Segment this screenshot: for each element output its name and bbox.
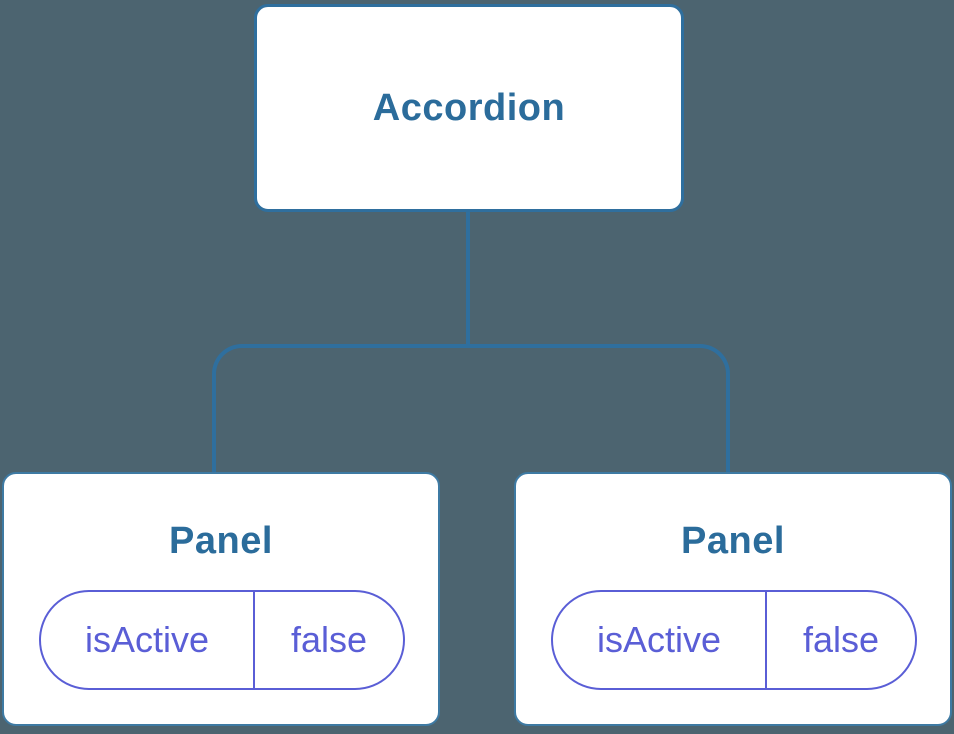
panel-node-right-label: Panel [681,520,785,562]
panel-node-left-label: Panel [169,520,273,562]
connector-branch [212,344,730,472]
accordion-node: Accordion [254,4,684,212]
state-pill-left: isActive false [39,590,405,690]
state-pill-right: isActive false [551,590,917,690]
prop-name: isActive [553,592,767,688]
panel-node-right: Panel isActive false [514,472,952,726]
connector-stem [466,211,470,346]
panel-node-left: Panel isActive false [2,472,440,726]
prop-value: false [290,619,368,660]
prop-name: isActive [41,592,255,688]
prop-value: false [802,619,880,660]
accordion-node-label: Accordion [372,86,566,129]
